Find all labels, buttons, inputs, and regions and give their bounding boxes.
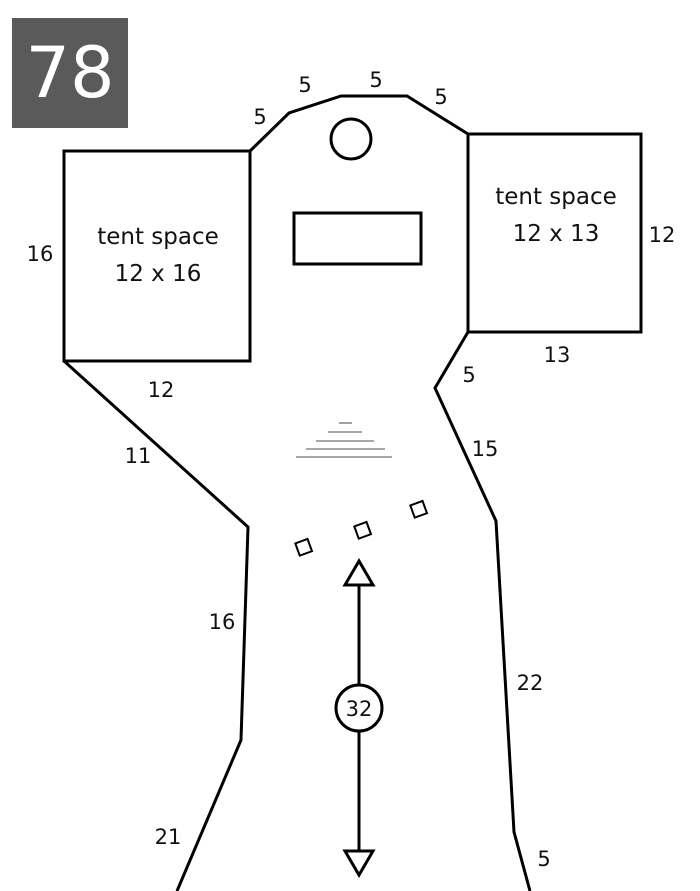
tent-space-left-size: 12 x 16 xyxy=(115,261,202,287)
parking-length-arrow: 32 xyxy=(334,558,384,878)
dim-right-15: 15 xyxy=(472,437,499,461)
dim-left-diag: 11 xyxy=(125,444,152,468)
parking-length-circle xyxy=(334,683,384,733)
dim-tent-left-bottom: 12 xyxy=(148,378,175,402)
site-boundary-right xyxy=(433,331,532,891)
arrow-down-icon xyxy=(342,849,376,878)
dim-top-middle: 5 xyxy=(369,68,382,92)
dim-right-22: 22 xyxy=(517,671,544,695)
dim-left-21: 21 xyxy=(155,825,182,849)
dim-top-right: 5 xyxy=(434,85,447,109)
arrow-up-icon xyxy=(342,558,376,587)
tent-space-right-label: tent space xyxy=(495,184,617,210)
dim-tent-right-height: 12 xyxy=(649,223,676,247)
post-marker xyxy=(353,520,373,540)
site-number-badge: 78 xyxy=(12,18,128,128)
site-boundary-left xyxy=(62,359,250,891)
dim-right-upper-diag: 5 xyxy=(462,363,475,387)
dim-tent-right-bottom: 13 xyxy=(544,343,571,367)
dim-tent-left-height: 16 xyxy=(27,242,54,266)
site-boundary-top xyxy=(248,94,469,153)
tent-space-left xyxy=(62,149,252,363)
tent-space-left-label: tent space xyxy=(97,224,219,250)
dim-top-left-diag: 5 xyxy=(253,105,266,129)
dim-left-16: 16 xyxy=(209,610,236,634)
dim-right-bottom: 5 xyxy=(537,847,550,871)
post-marker xyxy=(294,537,314,557)
post-markers xyxy=(294,499,429,557)
parking-length-label: 32 xyxy=(346,697,373,721)
picnic-table-icon xyxy=(292,211,423,266)
post-marker xyxy=(409,499,429,519)
tent-space-right xyxy=(466,132,643,334)
dim-top-left: 5 xyxy=(298,73,311,97)
fire-ring-icon xyxy=(329,117,373,161)
tent-pad-lines-icon xyxy=(296,422,392,458)
tent-space-right-size: 12 x 13 xyxy=(513,221,600,247)
